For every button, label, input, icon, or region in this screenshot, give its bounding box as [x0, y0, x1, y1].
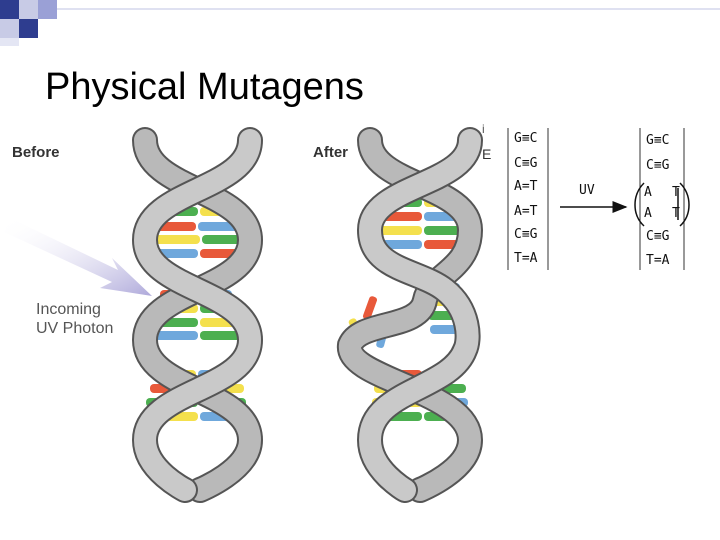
after-pair: C≡G — [646, 158, 670, 173]
dimer-base-left: A — [644, 185, 652, 200]
before-pair: C≡G — [514, 156, 538, 171]
photon-label-line2: UV Photon — [36, 320, 114, 337]
dimer-base-right: T — [672, 185, 680, 200]
before-pair: A=T — [514, 204, 538, 219]
corner-decoration — [0, 0, 720, 46]
before-pair: A=T — [514, 179, 538, 194]
after-label: After — [313, 144, 349, 161]
before-pair: C≡G — [514, 227, 538, 242]
photon-label: Incoming UV Photon — [36, 300, 113, 338]
after-pair: C≡G — [646, 229, 670, 244]
uv-photon-arrow — [4, 218, 152, 296]
clipped-letter-left: i — [482, 122, 485, 136]
helix-after — [337, 127, 484, 503]
before-pair: G≡C — [514, 131, 538, 146]
before-pair: T=A — [514, 251, 538, 266]
uv-label: UV — [579, 183, 595, 198]
helix-before — [131, 127, 264, 503]
dimer-base-right: T — [672, 206, 680, 221]
after-pair: T=A — [646, 253, 670, 268]
after-pair: G≡C — [646, 133, 670, 148]
photon-label-line1: Incoming — [36, 301, 101, 318]
slide-title: Physical Mutagens — [45, 66, 364, 108]
clipped-letter-right: E — [482, 146, 492, 162]
dimer-base-left: A — [644, 206, 652, 221]
before-label: Before — [12, 144, 60, 161]
